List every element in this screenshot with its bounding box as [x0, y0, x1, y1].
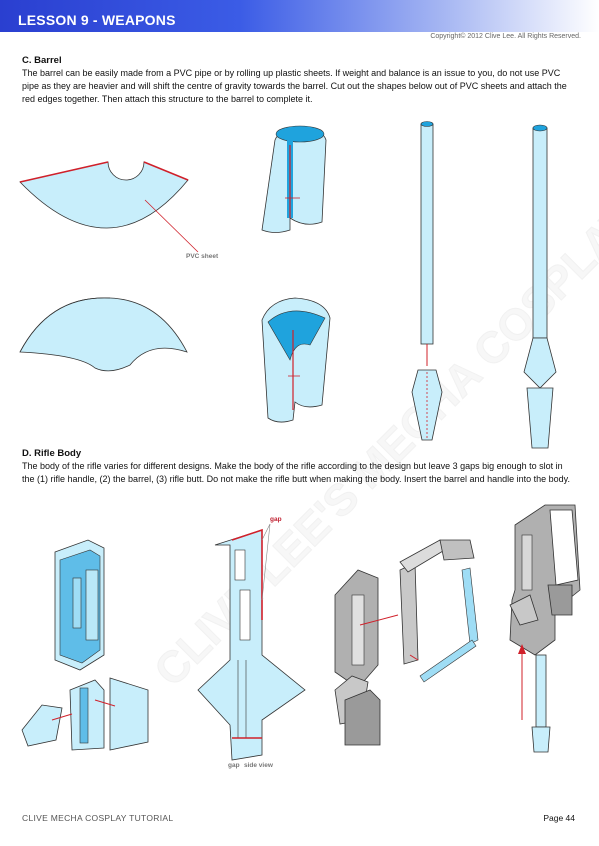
rifle-assembled [509, 504, 581, 753]
label-gap-top: gap [270, 516, 282, 523]
footer-title: CLIVE MECHA COSPLAY TUTORIAL [22, 813, 174, 823]
pvc-sheet-flat-1 [19, 161, 199, 253]
section-c-title: C. Barrel [22, 55, 62, 66]
rifle-exploded-grey [334, 539, 479, 746]
label-pvc-sheet: PVC sheet [186, 253, 219, 260]
rifle-body-parts [21, 539, 149, 751]
header-bar [0, 0, 599, 32]
rolled-cone-1 [261, 125, 327, 233]
barrel-assembled [523, 124, 557, 449]
section-d-title: D. Rifle Body [22, 448, 82, 459]
section-d-body: The body of the rifle varies for differe… [22, 461, 570, 485]
pvc-sheet-flat-2 [19, 297, 188, 372]
label-gap-bottom: gap [228, 762, 240, 769]
section-c-body: The barrel can be easily made from a PVC… [22, 68, 567, 105]
rolled-cone-2 [261, 297, 331, 423]
copyright-notice: Copyright© 2012 Clive Lee. All Rights Re… [430, 33, 581, 40]
page-number: Page 44 [543, 813, 575, 823]
rifle-side-view [197, 523, 306, 761]
label-side-view: side view [244, 762, 273, 769]
barrel-exploded [411, 121, 443, 441]
lesson-title: LESSON 9 - WEAPONS [18, 12, 176, 28]
